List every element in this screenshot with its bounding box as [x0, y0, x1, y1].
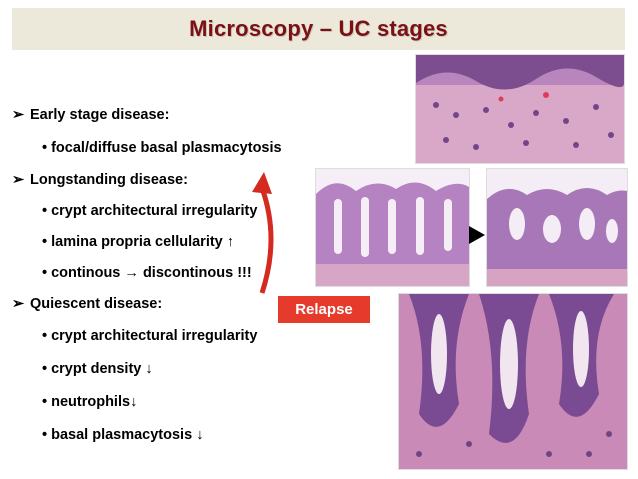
arrow-down-icon: ↓	[196, 427, 204, 443]
bullet-arrow-icon: ➢	[12, 107, 25, 123]
title-bar: Microscopy – UC stages	[12, 8, 625, 50]
histology-image-quiescent	[398, 293, 628, 470]
page-title: Microscopy – UC stages	[189, 16, 448, 41]
early-stage-heading: ➢Early stage disease:	[12, 107, 170, 123]
histology-image-early	[415, 54, 625, 164]
arrow-down-icon: ↓	[145, 361, 153, 377]
quiescent-item-2: • crypt density ↓	[42, 361, 153, 377]
arrow-right-icon: →	[124, 265, 139, 281]
bullet-arrow-icon: ➢	[12, 172, 25, 188]
longstanding-item-3: • continous → discontinous !!!	[42, 265, 252, 281]
histology-image-longstanding-1	[315, 168, 470, 287]
quiescent-item-3: • neutrophils↓	[42, 394, 138, 410]
longstanding-heading: ➢Longstanding disease:	[12, 172, 188, 188]
histology-longstanding-2-graphic	[487, 169, 627, 286]
arrow-down-icon: ↓	[130, 394, 138, 410]
triangle-right-icon	[469, 226, 485, 244]
bullet-arrow-icon: ➢	[12, 296, 25, 312]
longstanding-item-2: • lamina propria cellularity ↑	[42, 234, 235, 250]
quiescent-item-4: • basal plasmacytosis ↓	[42, 427, 204, 443]
quiescent-heading: ➢Quiescent disease:	[12, 296, 163, 312]
curved-arrow-icon	[252, 172, 274, 294]
histology-quiescent-graphic	[399, 294, 627, 469]
histology-image-longstanding-2	[486, 168, 628, 287]
longstanding-item-1: • crypt architectural irregularity	[42, 203, 258, 219]
early-stage-item: • focal/diffuse basal plasmacytosis	[42, 140, 282, 156]
quiescent-item-1: • crypt architectural irregularity	[42, 328, 258, 344]
relapse-label: Relapse	[278, 296, 370, 323]
arrow-up-icon: ↑	[226, 234, 235, 250]
histology-longstanding-1-graphic	[316, 169, 469, 286]
histology-early-graphic	[416, 55, 624, 163]
